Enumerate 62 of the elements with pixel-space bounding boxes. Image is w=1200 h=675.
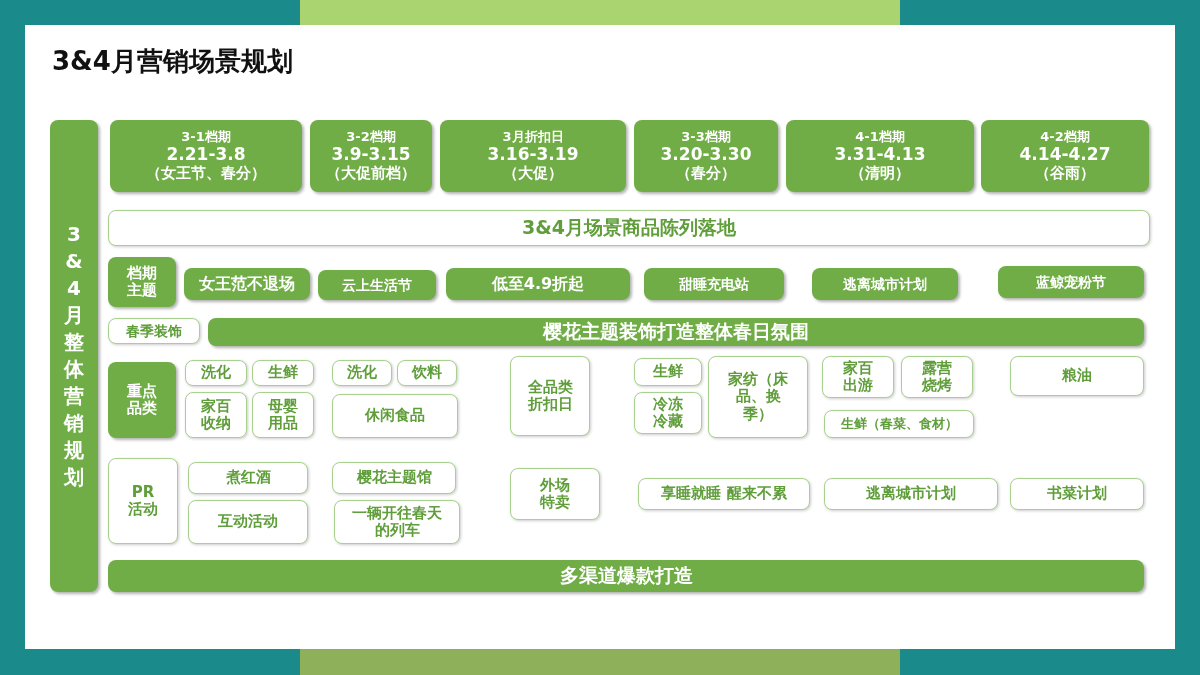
item-box: 享睡就睡 醒来不累 (638, 478, 810, 510)
item-box: 外场特卖 (510, 468, 600, 520)
item-box: 休闲食品 (332, 394, 458, 438)
period-header (110, 120, 302, 192)
item-box: 露营烧烤 (901, 356, 973, 398)
item-box: 家纺（床品、换季） (708, 356, 808, 438)
item-box: 家百出游 (822, 356, 894, 398)
item-box: 书菜计划 (1010, 478, 1144, 510)
category-label: 甜睡充电站 (644, 268, 784, 300)
category-label: 樱花主题装饰打造整体春日氛围 (208, 318, 1144, 346)
date-range: 2.21-3.8 (166, 145, 246, 165)
period-header (786, 120, 974, 192)
item-box: 逃离城市计划 (824, 478, 998, 510)
date-range: 4.14-4.27 (1019, 145, 1111, 165)
item-box: 粮油 (1010, 356, 1144, 396)
item-box: 洗化 (185, 360, 247, 386)
item-box: 樱花主题馆 (332, 462, 456, 494)
date-range: 3.9-3.15 (331, 145, 411, 165)
period-note: （大促前档） (326, 164, 416, 182)
category-label: 云上生活节 (318, 270, 436, 300)
date-range: 3.31-4.13 (834, 145, 926, 165)
item-box: 全品类折扣日 (510, 356, 590, 436)
item-box: 春季装饰 (108, 318, 200, 344)
item-box: PR活动 (108, 458, 178, 544)
date-range: 3.20-3.30 (660, 145, 752, 165)
period-note: （大促） (503, 164, 563, 182)
slide-title: 3&4月营销场景规划 (52, 45, 293, 78)
date-range: 3.16-3.19 (487, 145, 579, 165)
period-note: （清明） (850, 164, 910, 182)
period-header (440, 120, 626, 192)
period-name: 4-2档期 (1040, 130, 1090, 146)
item-box: 生鲜 (634, 358, 702, 386)
period-note: （女王节、春分） (146, 164, 266, 182)
period-name: 3月折扣日 (502, 130, 564, 146)
period-header (310, 120, 432, 192)
item-box: 一辆开往春天的列车 (334, 500, 460, 544)
period-note: （谷雨） (1035, 164, 1095, 182)
period-name: 3-1档期 (181, 130, 231, 146)
item-box: 煮红酒 (188, 462, 308, 494)
category-label: 低至4.9折起 (446, 268, 630, 300)
category-label: 蓝鲸宠粉节 (998, 266, 1144, 298)
item-box: 家百收纳 (185, 392, 247, 438)
item-box: 互动活动 (188, 500, 308, 544)
item-box: 生鲜 (252, 360, 314, 386)
period-name: 3-2档期 (346, 130, 396, 146)
item-box: 饮料 (397, 360, 457, 386)
item-box: 生鲜（春菜、食材） (824, 410, 974, 438)
item-box: 冷冻冷藏 (634, 392, 702, 434)
category-label: 多渠道爆款打造 (108, 560, 1144, 592)
period-header (634, 120, 778, 192)
item-box: 母婴用品 (252, 392, 314, 438)
period-name: 3-3档期 (681, 130, 731, 146)
period-header (981, 120, 1149, 192)
vertical-banner: 3&4月整体营销规划 (50, 120, 98, 592)
item-box: 洗化 (332, 360, 392, 386)
period-name: 4-1档期 (855, 130, 905, 146)
period-note: （春分） (676, 164, 736, 182)
category-label: 逃离城市计划 (812, 268, 958, 300)
item-box: 3&4月场景商品陈列落地 (108, 210, 1150, 246)
category-label: 女王范不退场 (184, 268, 310, 300)
category-label: 档期主题 (108, 257, 176, 307)
category-label: 重点品类 (108, 362, 176, 438)
